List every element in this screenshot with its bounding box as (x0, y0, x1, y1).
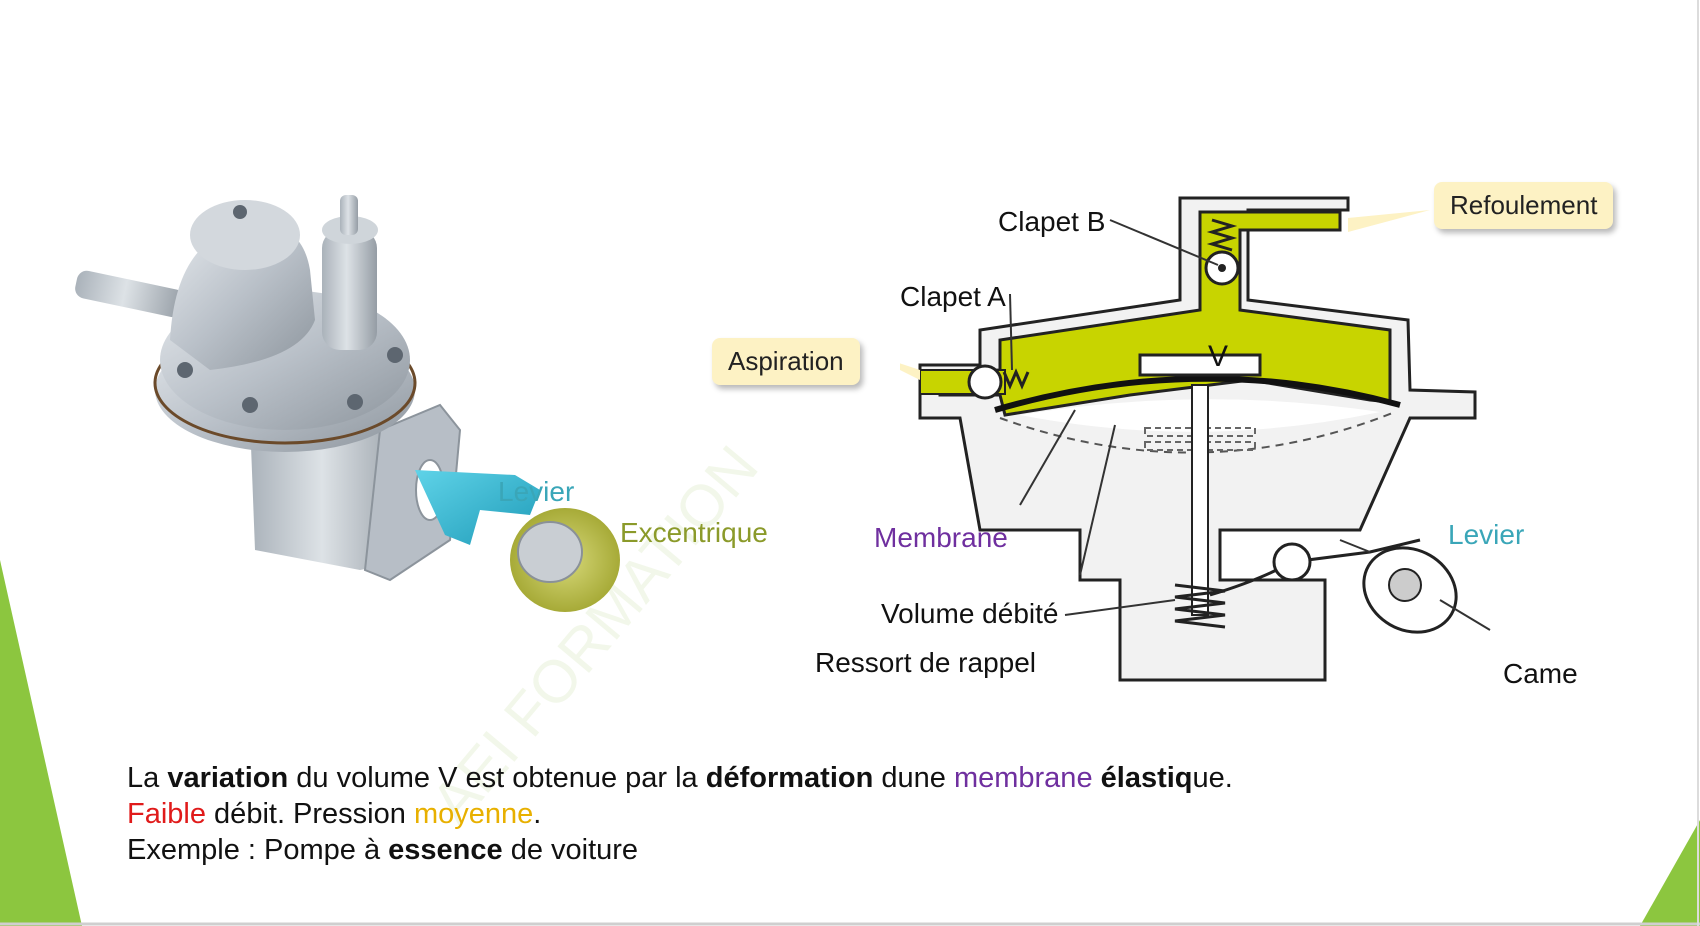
membrane-label: Membrane (874, 522, 1008, 553)
pump-excentrique-label: Excentrique (620, 517, 768, 548)
volume-debite-label: Volume débité (881, 598, 1059, 629)
clapet-b-label: Clapet B (998, 206, 1106, 237)
refoulement-callout: Refoulement (1434, 182, 1614, 229)
came-label: Came (1503, 658, 1578, 689)
ressort-de-rappel-label: Ressort de rappel (815, 647, 1037, 678)
fuel-pump-illustration (75, 195, 620, 612)
pump-cross-section-diagram (900, 196, 1491, 682)
pump-levier-label: Levier (498, 476, 575, 507)
text-line-2: Faible débit. Pression moyenne. (127, 798, 542, 830)
text-line-1: La variation du volume V est obtenue par… (127, 762, 1233, 794)
clapet-a-label: Clapet A (900, 281, 1006, 312)
text-line-3: Exemple : Pompe à essence de voiture (127, 834, 639, 866)
diagram-levier-label: Levier (1448, 519, 1525, 550)
aspiration-callout: Aspiration (712, 338, 860, 385)
v-label: V (1208, 340, 1229, 373)
explanation-text: La variation du volume V est obtenue par… (127, 760, 1233, 868)
